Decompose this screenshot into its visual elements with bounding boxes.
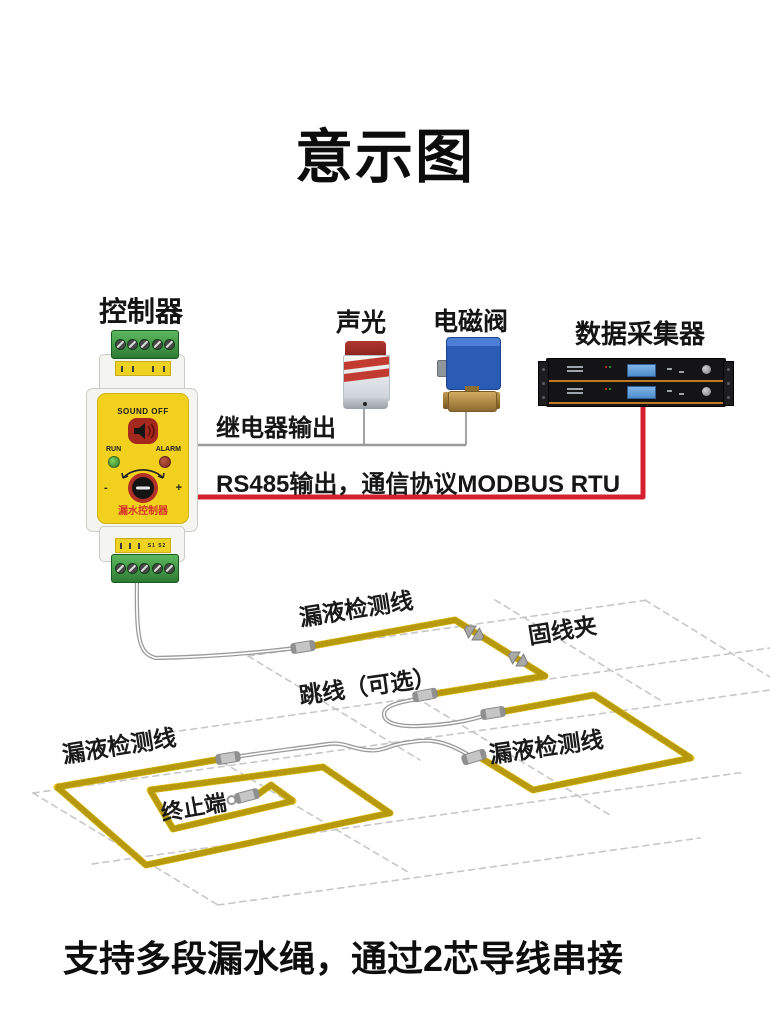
relay-output-wires bbox=[193, 407, 467, 447]
collector-unit-1 bbox=[549, 360, 723, 382]
rope-segment-1 bbox=[308, 616, 549, 698]
unit-led bbox=[609, 366, 611, 368]
unit-knob bbox=[702, 387, 711, 396]
leak-controller-device: SOUND OFF RUN ALARM - + 漏水控制器 bbox=[85, 328, 198, 586]
unit-led bbox=[609, 388, 611, 390]
jumper-cable bbox=[381, 695, 489, 729]
terminal-screw bbox=[114, 339, 126, 350]
alarm-label: ALARM bbox=[155, 446, 181, 453]
collector-label: 数据采集器 bbox=[575, 319, 706, 349]
controller-front-panel: SOUND OFF RUN ALARM - + 漏水控制器 bbox=[97, 393, 189, 524]
terminal-screw bbox=[164, 563, 176, 574]
relay-output-label: 继电器输出 bbox=[216, 415, 336, 442]
rope-connector-4 bbox=[461, 748, 487, 766]
siren-top-cap bbox=[345, 341, 386, 356]
unit-switch bbox=[679, 393, 684, 395]
controller-top-terminal-strip bbox=[115, 361, 171, 376]
solenoid-valve-device bbox=[437, 334, 503, 412]
controller-terminal-top bbox=[111, 330, 179, 359]
controller-terminal-bottom bbox=[111, 554, 179, 583]
rs485-output-label: RS485输出，通信协议MODBUS RTU bbox=[216, 471, 621, 498]
alarm-led bbox=[159, 456, 171, 468]
siren-stripe bbox=[344, 367, 389, 383]
bottom-caption: 支持多段漏水绳，通过2芯导线串接 bbox=[63, 938, 624, 979]
collector-unit-2 bbox=[549, 382, 723, 404]
valve-brass-body bbox=[448, 391, 497, 412]
unit-lcd-screen bbox=[627, 364, 656, 377]
terminal-screw bbox=[127, 339, 139, 350]
page-title: 意示图 bbox=[294, 125, 475, 190]
s1-s2-terminal-label: S1 S2 bbox=[147, 542, 167, 549]
unit-switch bbox=[667, 390, 672, 392]
speaker-mute-icon bbox=[128, 418, 158, 444]
rack-ear-right bbox=[723, 361, 734, 406]
valve-actuator bbox=[446, 337, 501, 390]
siren-label: 声光 bbox=[336, 309, 387, 337]
rope-connector-3 bbox=[480, 706, 506, 720]
valve-port-left bbox=[443, 392, 451, 409]
controller-cable bbox=[134, 575, 299, 661]
terminal-screw bbox=[151, 563, 163, 574]
cable-clamp-icon-2 bbox=[507, 651, 529, 667]
unit-switch bbox=[667, 368, 672, 370]
terminal-screw bbox=[139, 563, 151, 574]
cable-clamp-icon-1 bbox=[463, 625, 485, 641]
unit-lcd-screen bbox=[627, 386, 656, 399]
siren-body bbox=[343, 355, 390, 401]
rope-connector-1 bbox=[290, 640, 316, 654]
floor-grid bbox=[32, 599, 770, 906]
terminator-connector bbox=[226, 788, 260, 806]
data-collector-device bbox=[538, 358, 734, 407]
controller-product-name: 漏水控制器 bbox=[118, 506, 168, 517]
knob-minus-label: - bbox=[104, 482, 108, 494]
rs485-line bbox=[190, 402, 646, 500]
rope-connector-5 bbox=[215, 751, 241, 765]
rope-segment-left-spiral bbox=[53, 755, 394, 869]
valve-label: 电磁阀 bbox=[433, 308, 509, 336]
two-core-cables bbox=[134, 575, 489, 760]
siren-stripe bbox=[344, 356, 389, 371]
controller-label: 控制器 bbox=[99, 296, 184, 327]
rope-segment-right-loop bbox=[477, 691, 695, 794]
unit-led bbox=[605, 366, 607, 368]
rack-ear-left bbox=[538, 361, 549, 406]
unit-led bbox=[605, 388, 607, 390]
valve-stem bbox=[465, 386, 479, 392]
run-label: RUN bbox=[106, 446, 122, 453]
leak-ropes bbox=[53, 616, 695, 869]
series-link-cable bbox=[232, 738, 470, 760]
terminal-screw bbox=[114, 563, 126, 574]
terminal-screw bbox=[151, 339, 163, 350]
sound-off-label: SOUND OFF bbox=[117, 407, 169, 416]
terminal-screw bbox=[127, 563, 139, 574]
terminal-screw bbox=[139, 339, 151, 350]
rope-connector-2 bbox=[412, 687, 438, 703]
terminal-screw bbox=[164, 339, 176, 350]
controller-bottom-terminal-strip: S1 S2 bbox=[115, 538, 171, 553]
knob-plus-label: + bbox=[175, 482, 182, 494]
unit-switch bbox=[679, 371, 684, 373]
run-led bbox=[108, 456, 120, 468]
sound-light-alarm-device bbox=[342, 338, 390, 410]
unit-logo bbox=[567, 388, 583, 395]
siren-base-dot bbox=[363, 402, 367, 406]
unit-logo bbox=[567, 366, 583, 373]
sensitivity-knob bbox=[121, 469, 165, 503]
unit-knob bbox=[702, 365, 711, 374]
